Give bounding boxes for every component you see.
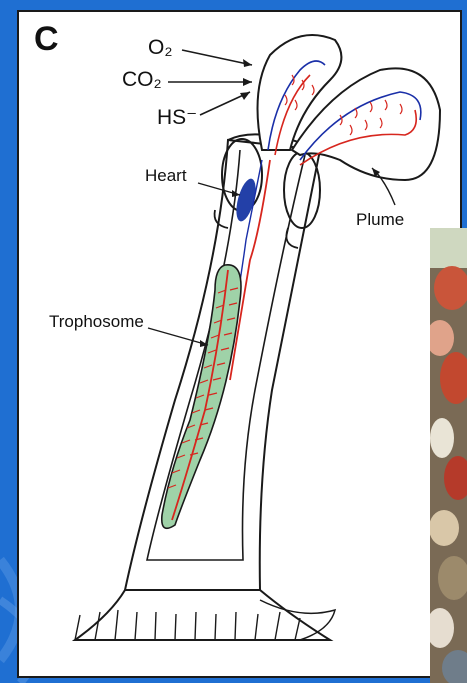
label-co2: CO₂ xyxy=(122,68,162,92)
label-trophosome: Trophosome xyxy=(49,312,144,332)
label-plume: Plume xyxy=(356,210,404,230)
label-hs: HS⁻ xyxy=(157,105,197,130)
panel-letter: C xyxy=(34,20,59,59)
arrow-trophosome xyxy=(148,328,208,345)
label-heart: Heart xyxy=(145,166,187,186)
arrow-o2 xyxy=(182,50,252,65)
tube-base xyxy=(75,590,330,640)
label-o2: O₂ xyxy=(148,36,173,60)
